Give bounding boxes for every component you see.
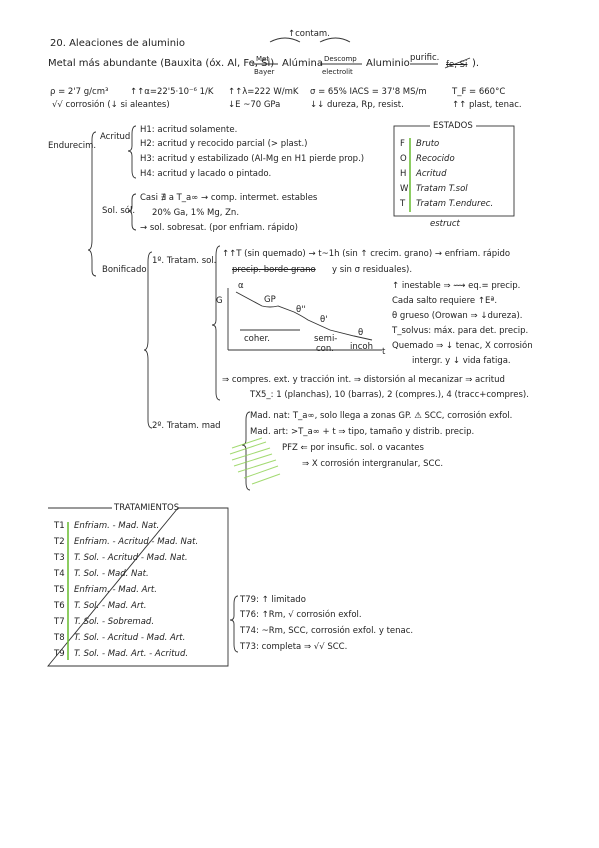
t79-line: T79: ↑ limitado (240, 595, 306, 605)
graph-theta2: θ'' (296, 305, 306, 315)
graph-g-axis: G (216, 296, 223, 306)
estado-extra: estruct (430, 219, 460, 229)
solsol-line2: 20% Ga, 1% Mg, Zn. (152, 208, 240, 218)
page-title: 20. Aleaciones de aluminio (50, 38, 185, 49)
solsol-label: Sol. sól. (102, 206, 136, 216)
note-inestable: ↑ inestable ⇒ ⟿ eq.= precip. (392, 281, 521, 291)
estado-text: Tratam T.sol (416, 184, 468, 194)
prop-sigma: σ = 65% IACS = 37'8 MS/m (310, 87, 427, 97)
purific-label: purific. (410, 53, 440, 63)
note-salto: Cada salto requiere ↑Eª. (392, 296, 498, 306)
note-quemado: Quemado ⇒ ↓ tenac, X corrosión (392, 341, 533, 351)
estado-text: Acritud (416, 169, 447, 179)
contam-arrow-label: ↑contam. (288, 29, 330, 39)
graph-semi: semi- (314, 334, 338, 344)
solsol-line3: → sol. sobresat. (por enfriam. rápido) (140, 223, 298, 233)
tratam-code: T1 (54, 521, 65, 531)
acritud-h3: H3: acritud y estabilizado (Al-Mg en H1 … (140, 154, 365, 164)
intro-close: ). (472, 58, 480, 69)
prop-dureza: ↓↓ dureza, Rp, resist. (310, 100, 404, 110)
estado-text: Recocido (416, 154, 455, 164)
graph-incoh: incoh (350, 342, 374, 352)
prop-tf: T_F = 660°C (452, 87, 506, 97)
graph-coher: coher. (244, 334, 270, 344)
estado-text: Bruto (416, 139, 440, 149)
tratam-code: T9 (54, 649, 65, 659)
bonificado-label: Bonificado (102, 265, 147, 275)
prop-lambda: ↑↑λ=222 W/mK (228, 87, 299, 97)
electrolit-label: electrolit (322, 68, 353, 76)
prop-plast: ↑↑ plast, tenac. (452, 100, 522, 110)
tratam-text: Enfriam. - Mad. Nat. (74, 521, 160, 531)
graph-theta: θ (358, 328, 364, 338)
compres-line: ⇒ compres. ext. y tracción int. ⇒ distor… (222, 375, 505, 385)
intro-metal-text: Metal más abundante (Bauxita (óx. Al, Fe… (48, 58, 275, 69)
estado-code: F (400, 139, 405, 149)
t76-line: T76: ↑Rm, √ corrosión exfol. (240, 610, 362, 620)
tratam-code: T7 (54, 617, 65, 627)
tratam-text: T. Sol. - Mad. Nat. (74, 569, 149, 579)
aluminio-label: Aluminio (366, 58, 410, 69)
tratam2-label: 2º. Tratam. mad (152, 421, 221, 431)
met-label: Met (256, 55, 270, 63)
t73-line: T73: completa ⇒ √√ SCC. (240, 642, 348, 652)
note-orowan: θ grueso (Orowan ⇒ ↓dureza). (392, 311, 523, 321)
tratamientos-title: TRATAMIENTOS (114, 503, 180, 513)
graph-theta1: θ' (320, 315, 328, 325)
fe-si-struck: fe, Si (446, 60, 468, 70)
descomp-label: Descomp (324, 55, 357, 63)
tratam-code: T8 (54, 633, 65, 643)
bonificado-line1: ↑↑T (sin quemado) → t~1h (sin ↑ crecim. … (222, 249, 511, 259)
pfz-line: PFZ ⇐ por insufic. sol. o vacantes (282, 443, 424, 453)
prop-corrosion: √√ corrosión (↓ si aleantes) (52, 100, 170, 110)
alumina-label: Alúmina (282, 58, 323, 69)
bayer-label: Bayer (254, 68, 275, 76)
acritud-h2: H2: acritud y recocido parcial (> plast.… (140, 139, 308, 149)
acritud-h1: H1: acritud solamente. (140, 125, 238, 135)
note-tsolvus: T_solvus: máx. para det. precip. (392, 326, 529, 336)
prop-alpha: ↑↑α=22'5·10⁻⁶ 1/K (130, 87, 214, 97)
acritud-h4: H4: acritud y lacado o pintado. (140, 169, 272, 179)
tratam-text: T. Sol. - Mad. Art. (74, 601, 147, 611)
txs-line: TX5_: 1 (planchas), 10 (barras), 2 (comp… (250, 390, 529, 400)
tratam1-label: 1º. Tratam. sol. (152, 256, 217, 266)
tratam-text: T. Sol. - Sobremad. (74, 617, 155, 627)
acritud-label: Acritud (100, 132, 131, 142)
bonificado-line2: y sin σ residuales). (332, 265, 413, 275)
tratam-code: T3 (54, 553, 65, 563)
tratam-text: Enfriam. - Mad. Art. (74, 585, 157, 595)
estado-code: W (400, 184, 409, 194)
tratam-code: T2 (54, 537, 65, 547)
graph-con: con. (316, 344, 334, 354)
solsol-line1: Casi ∄ a T_a∞ → comp. intermet. estables (140, 193, 318, 203)
estados-title: ESTADOS (430, 120, 476, 132)
note-fatiga: intergr. y ↓ vida fatiga. (412, 356, 511, 366)
tratam-text: T. Sol. - Acritud - Mad. Art. (74, 633, 186, 643)
xcorr-line: ⇒ X corrosión intergranular, SCC. (302, 459, 444, 469)
estado-text: Tratam T.endurec. (416, 199, 494, 209)
tratam-text: Enfriam. - Acritud - Mad. Nat. (74, 537, 199, 547)
prop-e: ↓E ~70 GPa (228, 100, 281, 110)
t74-line: T74: ~Rm, SCC, corrosión exfol. y tenac. (240, 626, 414, 636)
graph-gp: GP (264, 295, 276, 305)
estado-code: T (400, 199, 406, 209)
tratam-code: T6 (54, 601, 65, 611)
tratam-text: T. Sol. - Mad. Art. - Acritud. (74, 649, 189, 659)
estado-code: H (400, 169, 407, 179)
mad-nat-line: Mad. nat: T_a∞, solo llega a zonas GP. ⚠… (250, 411, 513, 421)
tratam-code: T4 (54, 569, 65, 579)
graph-t-axis: t (382, 347, 386, 357)
tratam-text: T. Sol. - Acritud - Mad. Nat. (74, 553, 188, 563)
endurecim-label: Endurecim. (48, 141, 97, 151)
prop-density: ρ = 2'7 g/cm³ (50, 87, 109, 97)
bonificado-line2-struck: precip. borde grano (232, 265, 316, 275)
tratam-code: T5 (54, 585, 65, 595)
estado-code: O (400, 154, 407, 164)
mad-art-line: Mad. art: >T_a∞ + t ⇒ tipo, tamaño y dis… (250, 427, 475, 437)
graph-alpha: α (238, 281, 244, 291)
